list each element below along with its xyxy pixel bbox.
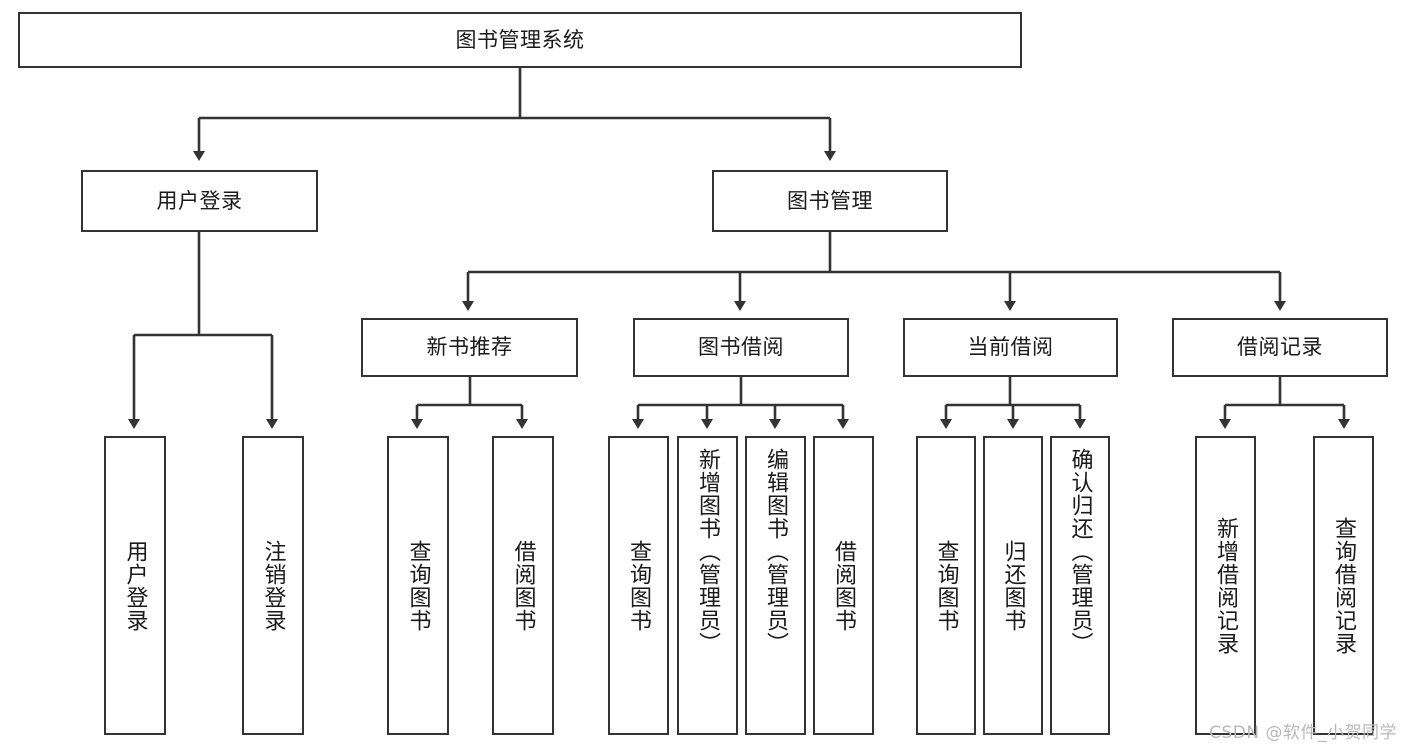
node-label: 用户登录: [122, 539, 148, 632]
leaf-book-borrow-add-book-admin[interactable]: 新增图书（管理员）: [677, 436, 738, 735]
node-label: 确认归还（管理员）: [1067, 448, 1093, 655]
node-label: 查询借阅记录: [1331, 516, 1357, 655]
node-book-borrow[interactable]: 图书借阅: [633, 318, 849, 377]
node-label: 新增借阅记录: [1213, 516, 1239, 655]
leaf-new-book-borrow-book[interactable]: 借阅图书: [492, 436, 554, 735]
leaf-user-login-logout[interactable]: 注销登录: [242, 436, 304, 735]
node-label: 归还图书: [1000, 539, 1026, 632]
leaf-new-book-query-book[interactable]: 查询图书: [387, 436, 449, 735]
node-label: 当前借阅: [967, 335, 1054, 360]
leaf-book-borrow-borrow-book[interactable]: 借阅图书: [813, 436, 874, 735]
node-current-borrow[interactable]: 当前借阅: [903, 318, 1118, 377]
node-label: 查询图书: [405, 539, 431, 632]
node-borrow-record[interactable]: 借阅记录: [1172, 318, 1388, 377]
node-label: 借阅图书: [510, 539, 536, 632]
leaf-current-borrow-query-book[interactable]: 查询图书: [916, 436, 976, 735]
node-label: 借阅图书: [831, 539, 857, 632]
node-user-login[interactable]: 用户登录: [81, 170, 318, 232]
leaf-user-login-login[interactable]: 用户登录: [104, 436, 166, 735]
node-label: 图书管理系统: [455, 27, 585, 52]
node-label: 编辑图书（管理员）: [763, 448, 789, 655]
node-label: 图书管理: [787, 188, 873, 213]
leaf-current-borrow-confirm-return-admin[interactable]: 确认归还（管理员）: [1050, 436, 1110, 735]
leaf-borrow-record-add-record[interactable]: 新增借阅记录: [1195, 436, 1256, 735]
node-root-book-management-system[interactable]: 图书管理系统: [18, 12, 1022, 68]
node-label: 用户登录: [156, 188, 243, 213]
node-label: 查询图书: [933, 539, 959, 632]
leaf-book-borrow-edit-book-admin[interactable]: 编辑图书（管理员）: [745, 436, 806, 735]
node-new-book-recommend[interactable]: 新书推荐: [361, 318, 578, 377]
node-label: 借阅记录: [1237, 335, 1323, 360]
node-label: 查询图书: [626, 539, 652, 632]
leaf-borrow-record-query-record[interactable]: 查询借阅记录: [1313, 436, 1374, 735]
node-label: 新增图书（管理员）: [695, 448, 721, 655]
csdn-watermark: CSDN @软件_小贺同学: [1209, 723, 1397, 743]
leaf-current-borrow-return-book[interactable]: 归还图书: [983, 436, 1043, 735]
node-label: 新书推荐: [426, 335, 513, 360]
node-label: 图书借阅: [698, 335, 784, 360]
leaf-book-borrow-query-book[interactable]: 查询图书: [608, 436, 669, 735]
node-label: 注销登录: [260, 539, 286, 632]
node-book-management[interactable]: 图书管理: [712, 170, 948, 232]
